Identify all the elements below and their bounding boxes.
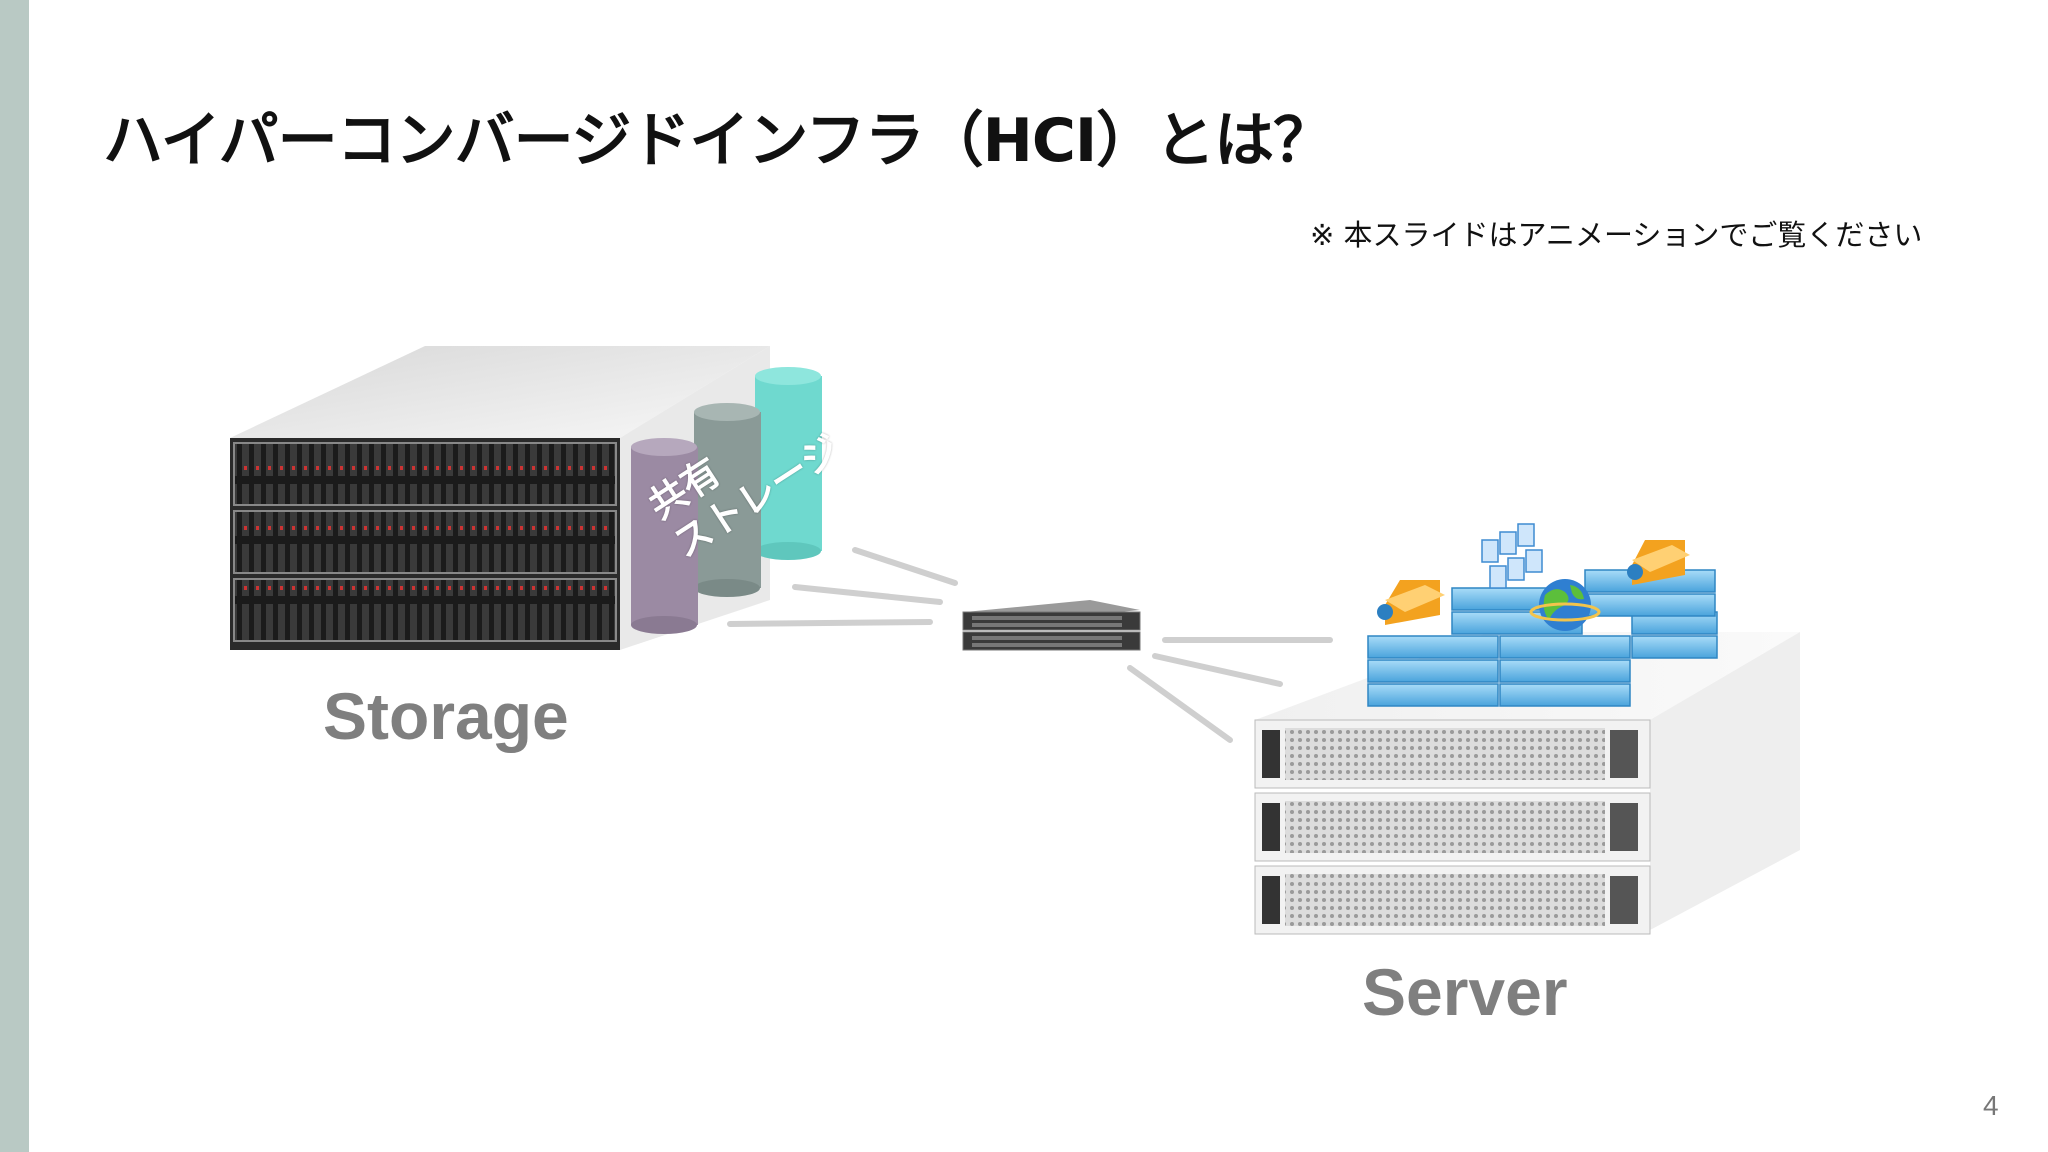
folder-icon — [1377, 580, 1445, 625]
globe-icon — [1529, 579, 1601, 631]
document-icon — [1481, 523, 1543, 589]
shared-storage-cylinders — [631, 367, 822, 634]
network-switch-image — [962, 600, 1141, 651]
slide-title: ハイパーコンバージドインフラ（HCI）とは？ — [103, 106, 1333, 176]
server-label: Server — [1362, 955, 1568, 1029]
page-number: 4 — [1983, 1090, 1999, 1121]
slide-side-bar — [0, 0, 29, 1152]
animation-note: ※ 本スライドはアニメーションでご覧ください — [1310, 218, 1923, 252]
network-links — [727, 547, 1333, 743]
folder-icon — [1627, 540, 1690, 585]
storage-label: Storage — [323, 679, 569, 753]
